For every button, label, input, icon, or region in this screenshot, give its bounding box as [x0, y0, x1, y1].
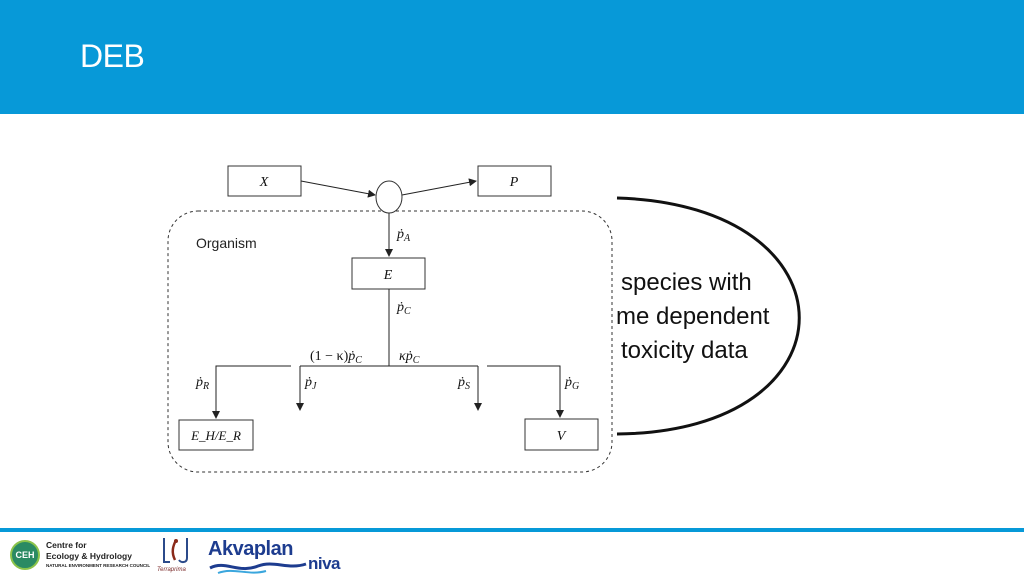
terraprima-icon — [163, 538, 188, 564]
header-bar — [0, 0, 1024, 114]
terraprima-logo: Terraprima — [157, 536, 195, 576]
node-to-product-arrow — [401, 178, 477, 196]
reserve-box-label: E — [383, 268, 393, 283]
callout-text: species with me dependent toxicity data — [616, 266, 821, 368]
callout-line-1: species with — [621, 269, 752, 296]
structure-box-label: V — [557, 429, 567, 444]
akvaplan-niva-logo: Akvaplan niva — [208, 538, 353, 574]
slide-title: DEB — [80, 38, 145, 74]
ceh-name-line2: Ecology & Hydrology — [46, 551, 132, 561]
organism-label: Organism — [196, 235, 257, 251]
flux-growth: ṗG — [564, 375, 579, 392]
terraprima-label: Terraprima — [157, 567, 186, 573]
assimilation-node — [375, 180, 403, 214]
footer-logos: CEH Centre for Ecology & Hydrology NATUR… — [0, 532, 1024, 576]
flux-assimilation: ṗA — [396, 227, 411, 244]
ceh-logo: CEH Centre for Ecology & Hydrology NATUR… — [10, 538, 150, 572]
flux-reproduction: ṗR — [195, 375, 209, 392]
product-box — [477, 165, 552, 197]
niva-text: niva — [308, 554, 341, 573]
flux-maturity-maintenance: ṗJ — [304, 375, 317, 392]
wave-icon — [209, 562, 307, 574]
footer-divider — [0, 528, 1024, 532]
ceh-name-line1: Centre for — [46, 540, 87, 550]
growth-arrow — [487, 365, 564, 418]
reserve-box — [351, 257, 426, 290]
food-to-node-arrow — [300, 180, 376, 198]
flux-kappa: κṗC — [399, 349, 420, 366]
flux-kappa-minus: (1 − κ)ṗC — [310, 349, 362, 366]
callout-arc — [616, 196, 801, 436]
product-box-label: P — [509, 175, 519, 190]
callout-line-2: me dependent — [616, 303, 770, 330]
structure-box — [524, 418, 599, 451]
ceh-name-line3: NATURAL ENVIRONMENT RESEARCH COUNCIL — [46, 563, 151, 568]
callout-line-3: toxicity data — [621, 337, 748, 364]
flux-somatic-maintenance: ṗS — [457, 375, 470, 392]
ceh-seal-icon: CEH — [10, 540, 40, 570]
food-box-label: X — [259, 175, 269, 190]
flux-mobilisation: ṗC — [396, 300, 411, 317]
maturity-repro-box — [178, 419, 254, 451]
reproduction-arrow — [212, 365, 291, 419]
akvaplan-text: Akvaplan — [208, 538, 293, 560]
maturity-repro-box-label: E_H/E_R — [190, 428, 241, 443]
